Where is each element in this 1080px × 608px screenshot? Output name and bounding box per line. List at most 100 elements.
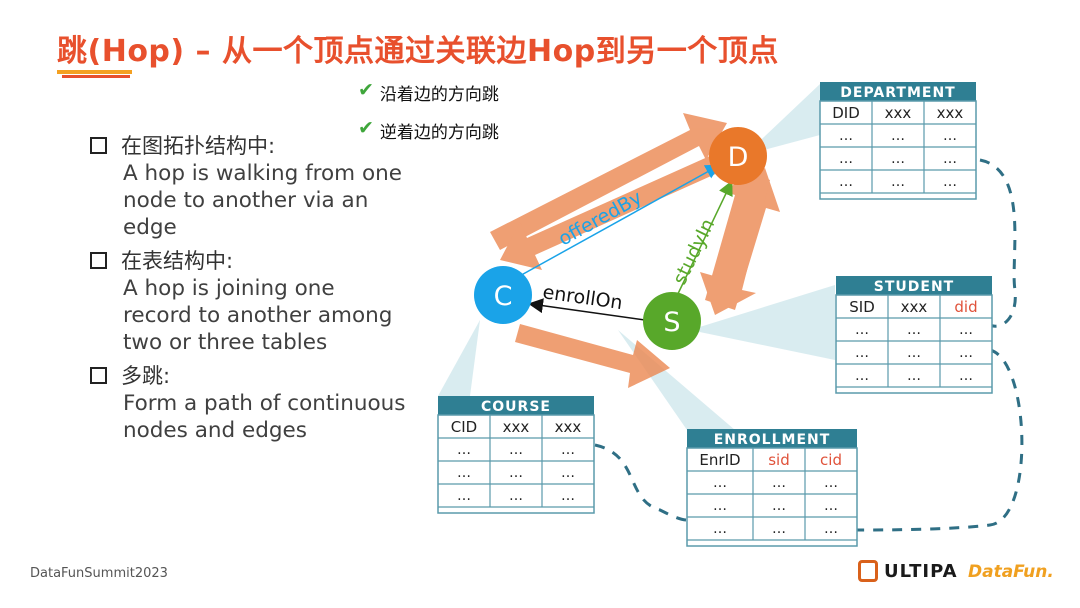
table-header-cell: xxx — [901, 298, 928, 316]
table-title-bar — [438, 396, 594, 415]
table-cell: … — [713, 475, 727, 491]
bullet-body: A hop is walking from one node to anothe… — [123, 161, 402, 240]
footer-text: DataFunSummit2023 — [30, 566, 168, 581]
table-cell: … — [561, 442, 575, 458]
bullet-heading-text: 多跳: — [121, 364, 171, 388]
table-cell: … — [959, 368, 973, 384]
table-title-bar — [820, 82, 976, 101]
table-cell: … — [824, 475, 838, 491]
table-cell: … — [561, 488, 575, 504]
table-header-cell: sid — [768, 451, 790, 469]
bullet-heading-text: 在图拓扑结构中: — [121, 134, 276, 158]
table-cell: … — [509, 465, 523, 481]
hop-arrow-c-to-s — [515, 324, 670, 388]
bullet-body: A hop is joining one record to another a… — [123, 276, 393, 355]
table-cell: … — [772, 475, 786, 491]
edge-enrollon — [528, 298, 646, 321]
table-header-cell: CID — [451, 418, 477, 436]
table-title-bar — [836, 276, 992, 295]
node-c-label: C — [494, 281, 513, 312]
table-cell: … — [824, 521, 838, 537]
check-label: 逆着边的方向跳 — [379, 123, 499, 143]
table-header-cell: xxx — [555, 418, 582, 436]
table-header-cell: cid — [820, 451, 842, 469]
table-body — [686, 447, 858, 547]
table-header-cell: DID — [832, 104, 860, 122]
node-d — [709, 127, 767, 185]
node-s-label: S — [663, 307, 680, 338]
table-title: ENROLLMENT — [714, 432, 831, 448]
table-cell: … — [891, 174, 905, 190]
node-c — [474, 266, 532, 324]
table-header-cell: EnrID — [699, 451, 740, 469]
table-cell: … — [839, 151, 853, 167]
table-body — [437, 414, 595, 514]
checkbox-square-icon — [90, 251, 107, 269]
table-body — [819, 100, 977, 200]
table-cell: … — [839, 128, 853, 144]
table-cell: … — [959, 345, 973, 361]
table-cell: … — [907, 368, 921, 384]
check-item: ✔ 沿着边的方向跳 — [358, 80, 499, 118]
callout-wedge-course — [438, 320, 480, 396]
table-body — [835, 294, 993, 394]
title-underline — [57, 70, 132, 74]
edge-offeredby — [515, 164, 721, 279]
table-cell: … — [943, 128, 957, 144]
table-header-cell: xxx — [503, 418, 530, 436]
page-title: 跳(Hop) – 从一个顶点通过关联边Hop到另一个顶点 — [57, 34, 779, 69]
fk-connector-student-enrollment — [856, 348, 1024, 532]
table-header-cell: xxx — [937, 104, 964, 122]
ultipa-logo: ULTIPA — [858, 560, 958, 582]
table-cell: … — [943, 174, 957, 190]
node-s — [643, 292, 701, 350]
table-title: COURSE — [481, 399, 551, 415]
table-cell: … — [855, 345, 869, 361]
table-cell: … — [943, 151, 957, 167]
table-cell: … — [457, 465, 471, 481]
checkmark-icon: ✔ — [358, 79, 374, 101]
table-cell: … — [561, 465, 575, 481]
callout-wedge-department — [745, 84, 820, 155]
bullet-body: Form a path of continuous nodes and edge… — [123, 391, 406, 443]
checkmark-icon: ✔ — [358, 117, 374, 139]
table-title-bar — [687, 429, 857, 448]
checkbox-square-icon — [90, 366, 107, 384]
table-cell: … — [713, 521, 727, 537]
table-title: STUDENT — [874, 279, 954, 295]
table-cell: … — [959, 322, 973, 338]
bullet-heading: 多跳: — [90, 360, 410, 390]
bullet-heading-text: 在表结构中: — [121, 249, 234, 273]
table-cell: … — [855, 368, 869, 384]
hop-arrow-c-to-d — [490, 113, 727, 250]
fk-connector-course-enrollment — [594, 443, 688, 522]
table-header-cell: did — [954, 298, 977, 316]
table-cell: … — [509, 442, 523, 458]
check-label: 沿着边的方向跳 — [379, 85, 499, 105]
table-cell: … — [457, 488, 471, 504]
edge-studyin — [674, 180, 733, 301]
table-cell: … — [907, 345, 921, 361]
hop-arrow-d-to-c — [500, 155, 720, 270]
title-underline-accent — [62, 75, 130, 78]
table-title: DEPARTMENT — [840, 85, 955, 101]
bullet-heading: 在表结构中: — [90, 245, 410, 275]
table-cell: … — [824, 498, 838, 514]
table-cell: … — [839, 174, 853, 190]
table-cell: … — [772, 521, 786, 537]
table-cell: … — [907, 322, 921, 338]
table-cell: … — [509, 488, 523, 504]
ultipa-logo-text: ULTIPA — [884, 560, 958, 582]
hop-arrow-d-to-s — [700, 170, 770, 315]
callout-wedge-student — [690, 285, 835, 360]
table-header-cell: xxx — [885, 104, 912, 122]
checkbox-square-icon — [90, 136, 107, 154]
check-list: ✔ 沿着边的方向跳 ✔ 逆着边的方向跳 — [358, 80, 499, 156]
ultipa-logo-icon — [858, 560, 878, 582]
